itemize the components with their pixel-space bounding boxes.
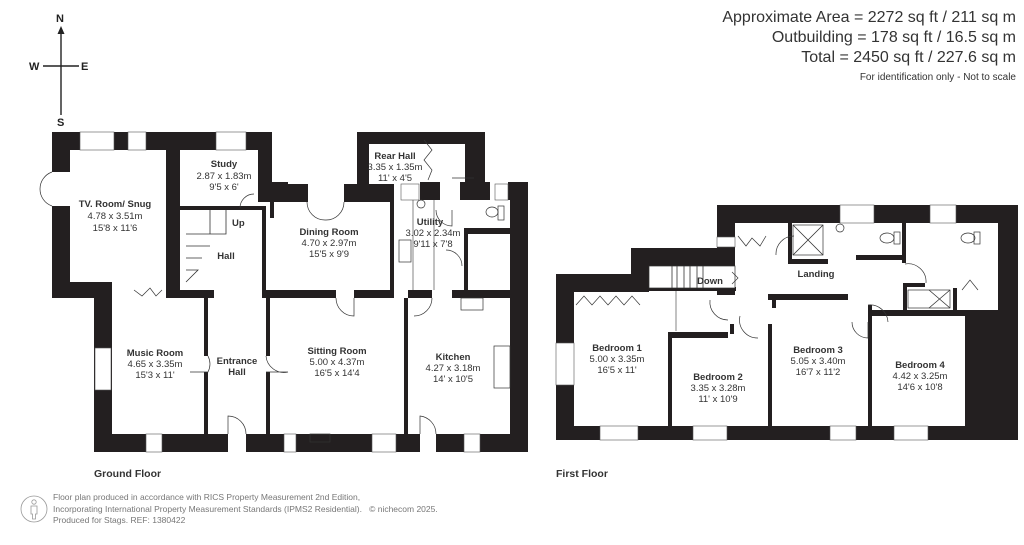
approximate-area: Approximate Area = 2272 sq ft / 211 sq m [722,9,1016,26]
study-metric: 2.87 x 1.83m [197,171,252,182]
first-floor-label: First Floor [556,468,608,480]
stairs-down-label: Down [697,276,723,287]
rear-hall-imperial: 11' x 4'5 [378,173,412,184]
rear-hall-metric: 3.35 x 1.35m [368,162,423,173]
bedroom4-imperial: 14'6 x 10'8 [897,382,942,393]
ground-stairs [185,210,227,283]
compass-icon: N W E S [29,13,88,129]
study-name: Study [211,159,238,170]
bedroom3-name: Bedroom 3 [793,345,843,356]
utility-metric: 3.02 x 2.34m [406,228,461,239]
footer-line-2: Incorporating International Property Mea… [53,504,438,516]
dining-room-imperial: 15'5 x 9'9 [309,249,349,260]
rear-hall-name: Rear Hall [374,151,415,162]
tv-room-name: TV. Room/ Snug [79,199,152,210]
utility-imperial: 9'11 x 7'8 [413,239,452,250]
bedroom3-metric: 5.05 x 3.40m [791,356,846,367]
bedroom2-imperial: 11' x 10'9 [698,394,737,405]
total-area: Total = 2450 sq ft / 227.6 sq m [801,49,1016,66]
person-icon [20,495,48,523]
compass-s: S [57,117,64,129]
stairs-up-label: Up [232,218,245,229]
compass-w: W [29,61,40,73]
entrance-hall-name-1: Entrance [217,356,258,367]
landing-name: Landing [798,269,835,280]
ground-floor-plan [39,131,528,453]
footer-line-1: Floor plan produced in accordance with R… [53,492,361,502]
tv-room-metric: 4.78 x 3.51m [88,211,143,222]
kitchen-imperial: 14' x 10'5 [433,374,473,385]
music-room-imperial: 15'3 x 11' [135,370,175,381]
sitting-room-metric: 5.00 x 4.37m [310,357,365,368]
bedroom1-name: Bedroom 1 [592,343,642,354]
bedroom3-imperial: 16'7 x 11'2 [796,367,841,378]
bedroom2-name: Bedroom 2 [693,372,743,383]
dining-room-metric: 4.70 x 2.97m [302,238,357,249]
footer-line-3: Produced for Stags. REF: 1380422 [53,515,186,525]
ground-floor-label: Ground Floor [94,468,161,480]
sitting-room-imperial: 16'5 x 14'4 [314,368,359,379]
outbuilding-area: Outbuilding = 178 sq ft / 16.5 sq m [771,29,1016,46]
ground-floor-labels: TV. Room/ Snug 4.78 x 3.51m 15'8 x 11'6 … [79,151,481,480]
kitchen-metric: 4.27 x 3.18m [426,363,481,374]
hall-name: Hall [217,251,234,262]
first-floor-labels: Down Landing Bedroom 1 5.00 x 3.35m 16'5… [556,269,948,480]
bedroom2-metric: 3.35 x 3.28m [691,383,746,394]
tv-room-imperial: 15'8 x 11'6 [93,223,138,234]
scale-note: For identification only - Not to scale [859,72,1016,83]
sitting-room-name: Sitting Room [307,346,366,357]
footer-copyright: © nichecom 2025. [369,503,438,514]
compass-n: N [56,13,64,25]
area-summary: Approximate Area = 2272 sq ft / 211 sq m… [722,8,1016,85]
music-room-name: Music Room [127,348,183,359]
first-floor-stairs [648,265,736,331]
utility-name: Utility [417,217,444,228]
bedroom4-name: Bedroom 4 [895,360,945,371]
kitchen-name: Kitchen [436,352,471,363]
entrance-hall-name-2: Hall [228,367,245,378]
bedroom4-metric: 4.42 x 3.25m [893,371,948,382]
dining-room-name: Dining Room [299,227,358,238]
first-floor-plan [555,204,1018,441]
music-room-metric: 4.65 x 3.35m [128,359,183,370]
bedroom1-imperial: 16'5 x 11' [597,365,637,376]
study-imperial: 9'5 x 6' [209,182,239,193]
compass-e: E [81,61,88,73]
footer-line-2-text: Incorporating International Property Mea… [53,503,362,514]
bedroom1-metric: 5.00 x 3.35m [590,354,645,365]
footer-text: Floor plan produced in accordance with R… [53,492,438,527]
